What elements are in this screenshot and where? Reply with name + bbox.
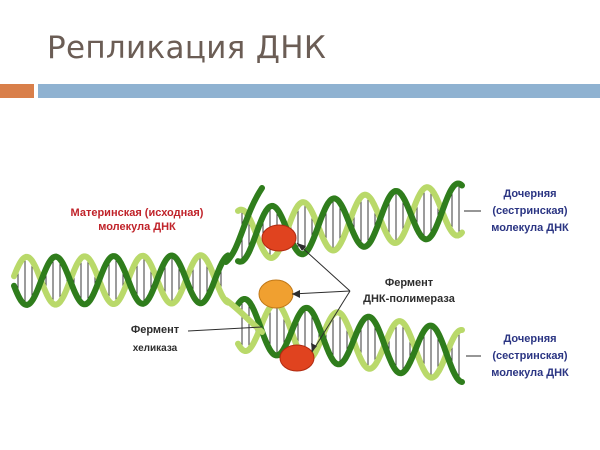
accent-bar-orange xyxy=(0,84,34,98)
polymerase-enzyme-top xyxy=(261,224,297,252)
helicase-enzyme xyxy=(258,279,294,309)
daughter-bottom-label-line2: (сестринская) xyxy=(492,350,568,362)
pointer-arrowheads xyxy=(292,243,317,352)
maternal-label-line1: Материнская (исходная) xyxy=(71,207,204,219)
pointer-helicase xyxy=(187,326,263,332)
maternal-label-line2: молекула ДНК xyxy=(98,221,176,233)
accent-bar-blue xyxy=(38,84,600,98)
arrowhead-bottom xyxy=(311,343,317,352)
pointer-polymerase-top xyxy=(296,242,351,292)
daughter-bottom-label-line1: Дочерняя xyxy=(503,333,556,345)
daughter-top-helix-dark-strand xyxy=(235,180,465,265)
polymerase-label-line2: ДНК-полимераза xyxy=(363,293,456,305)
fork-upper-connector xyxy=(223,185,265,265)
dna-strands xyxy=(11,180,465,385)
pointer-polymerase-mid xyxy=(291,290,351,295)
helicase-label-line2: хеликаза xyxy=(133,343,178,354)
daughter-top-label-line1: Дочерняя xyxy=(503,188,556,200)
daughter-top-label-line2: (сестринская) xyxy=(492,205,568,217)
parental-helix-dark-strand xyxy=(11,252,231,308)
parental-helix-light-strand xyxy=(11,252,231,308)
daughter-bottom-helix-light-strand xyxy=(235,300,465,381)
fork-lower-connector xyxy=(223,297,265,335)
slide-title: Репликация ДНК xyxy=(47,30,327,66)
pointer-lines xyxy=(187,210,481,357)
arrowhead-mid xyxy=(292,290,300,298)
helicase-label-line1: Фермент xyxy=(131,324,180,336)
daughter-bottom-helix-dark-strand xyxy=(235,296,465,385)
arrowhead-top xyxy=(297,243,306,251)
daughter-bottom-label-line3: молекула ДНК xyxy=(491,367,569,379)
polymerase-enzyme-bottom xyxy=(279,344,315,372)
polymerase-label-line1: Фермент xyxy=(385,277,434,289)
daughter-top-label-line3: молекула ДНК xyxy=(491,222,569,234)
pointer-polymerase-bottom xyxy=(311,290,351,353)
